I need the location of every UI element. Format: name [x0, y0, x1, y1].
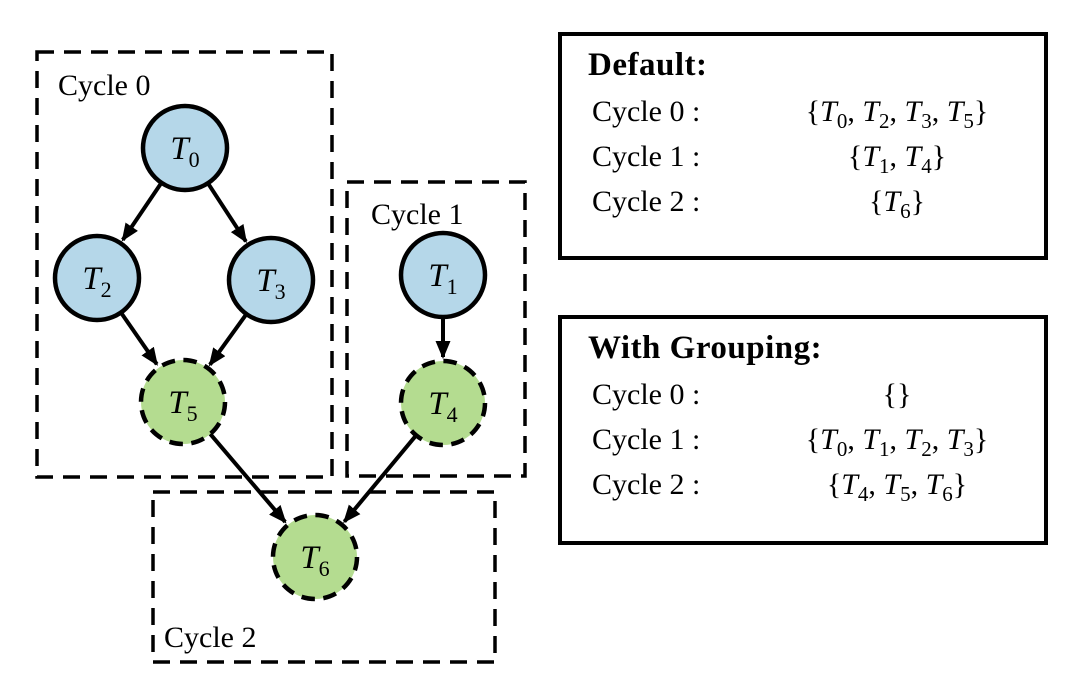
edge-T0-T3 — [206, 182, 248, 244]
cycle-label: Cycle 0 : — [592, 378, 701, 411]
node-T1 — [398, 230, 488, 320]
default-schedule-panel: Default: Cycle 0 :{T0, T2, T3, T5}Cycle … — [558, 32, 1048, 260]
schedule-row: Cycle 2 : {T6} — [562, 179, 1044, 224]
cycle-label: Cycle 0 : — [592, 95, 701, 128]
edge-T0-T2 — [121, 181, 164, 242]
node-T2-label: T2 — [82, 261, 111, 302]
task-set: {T1, T4} — [847, 140, 947, 178]
schedule-row: Cycle 2 : {T4, T5, T6} — [562, 462, 1044, 507]
node-T0-label: T0 — [170, 131, 199, 172]
cycle-1-label: Cycle 1 — [371, 198, 463, 231]
task-set: {T0, T1, T2, T3} — [805, 423, 989, 461]
node-T5 — [138, 357, 228, 447]
node-T4-label: T4 — [428, 386, 457, 427]
cycle-2-label: Cycle 2 — [164, 621, 256, 654]
edge-T5-T6 — [208, 432, 287, 524]
node-T6-label: T6 — [300, 540, 329, 581]
node-T0 — [140, 103, 230, 193]
edge-T4-T6 — [342, 434, 418, 524]
task-set: {T0, T2, T3, T5} — [805, 95, 989, 133]
task-set: {T4, T5, T6} — [826, 468, 968, 506]
panel-title-text: Default — [588, 47, 696, 83]
cycle-label: Cycle 1 : — [592, 423, 701, 456]
task-set: {T6} — [869, 185, 925, 223]
edge-T2-T5 — [119, 311, 159, 366]
panel-title-colon: : — [695, 47, 708, 83]
cycle-label: Cycle 2 : — [592, 185, 701, 218]
panel-title: Default: — [562, 36, 1044, 87]
task-set: {} — [882, 378, 912, 411]
node-T3 — [226, 235, 316, 325]
panel-title: With Grouping: — [562, 319, 1044, 370]
node-T6 — [270, 512, 360, 602]
cycle-0-box — [35, 50, 334, 479]
node-T4 — [398, 358, 488, 448]
node-T5-label: T5 — [168, 385, 197, 426]
panel-title-text: With Grouping — [588, 330, 811, 366]
schedule-row: Cycle 0 : {} — [562, 372, 1044, 417]
schedule-rows: Cycle 0 :{}Cycle 1 :{T0, T1, T2, T3}Cycl… — [562, 372, 1044, 507]
grouping-schedule-panel: With Grouping: Cycle 0 : {} Cycle 1 : {T0, … — [558, 315, 1048, 545]
schedule-row: Cycle 0 : {T0, T2, T3, T5} — [562, 89, 1044, 134]
schedule-row: Cycle 1 : {T1, T4} — [562, 134, 1044, 179]
cycle-2-box — [151, 490, 497, 664]
cycle-0-label: Cycle 0 — [58, 69, 150, 102]
cycle-label: Cycle 1 : — [592, 140, 701, 173]
edge-T3-T5 — [208, 312, 249, 367]
panel-title-colon: : — [810, 330, 823, 366]
node-T2 — [52, 233, 142, 323]
node-T3-label: T3 — [256, 263, 285, 304]
cycle-label: Cycle 2 : — [592, 468, 701, 501]
schedule-rows: Cycle 0 : {T0, T2, T3, T5} Cycle 1 : {T1, T… — [562, 89, 1044, 224]
schedule-row: Cycle 1 : {T0, T1, T2, T3} — [562, 417, 1044, 462]
node-T1-label: T1 — [428, 258, 457, 299]
cycle-1-box — [345, 180, 527, 478]
